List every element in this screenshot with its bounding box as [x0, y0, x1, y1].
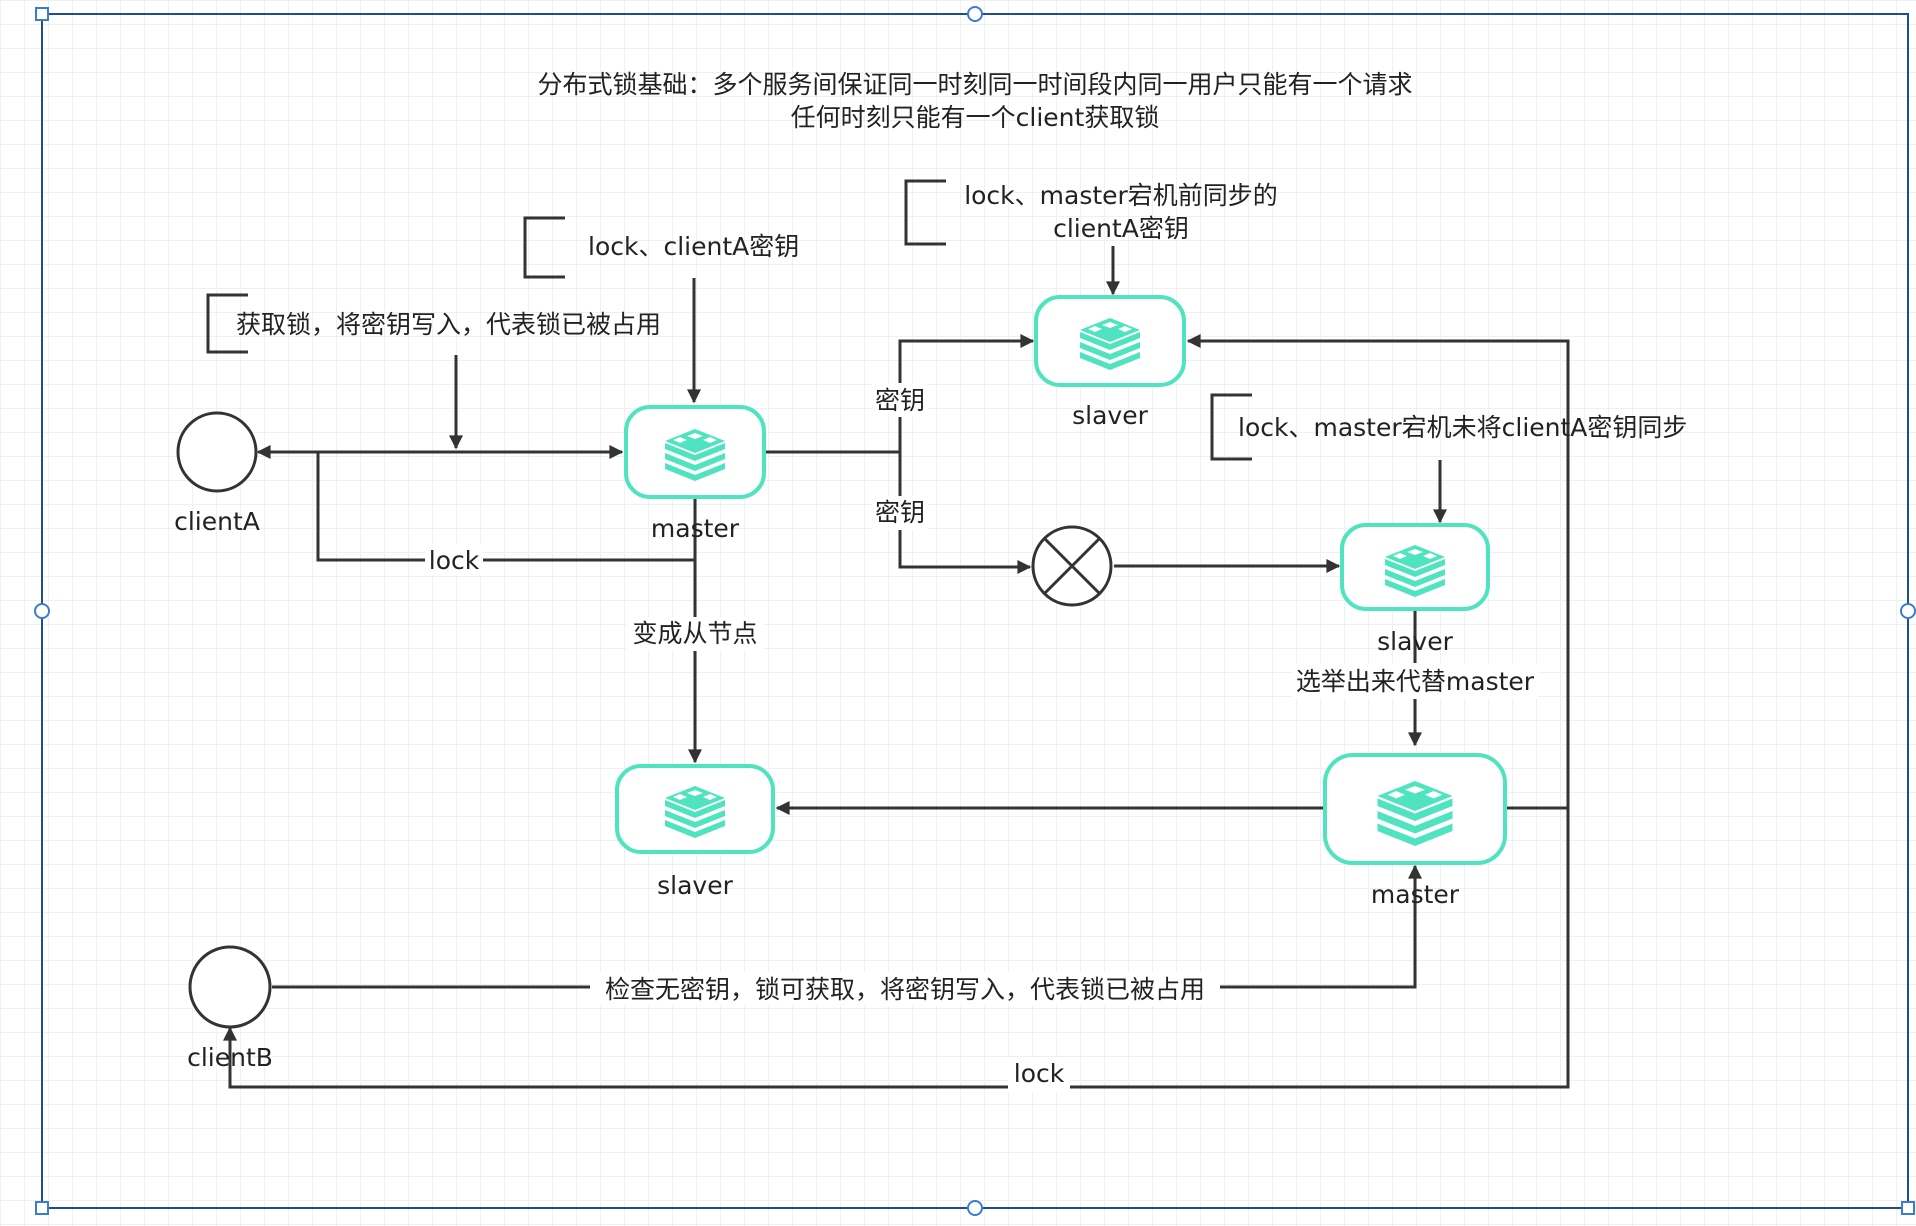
clientb-label: clientB [187, 1043, 273, 1072]
redis-slaver-bottom[interactable] [615, 764, 775, 854]
title-line-2: 任何时刻只能有一个client获取锁 [791, 103, 1160, 132]
annotation-synced-line-1: lock、master宕机前同步的 [964, 181, 1278, 210]
edge-clientb-to-master [272, 864, 1422, 989]
redis-master-top[interactable] [624, 405, 766, 499]
annotation-acquire: 获取锁，将密钥写入，代表锁已被占用 [236, 310, 661, 339]
annotation-not-synced: lock、master宕机未将clientA密钥同步 [1238, 413, 1687, 442]
redis-slaver-mid[interactable] [1340, 523, 1490, 611]
edge-new-master-to-slaver-top [1186, 334, 1570, 810]
master-new-label: master [1371, 880, 1460, 909]
edge-label-lock-b: lock [1014, 1059, 1065, 1088]
edge-lock-to-clientb [223, 808, 1570, 1089]
annotation-lock-key: lock、clientA密钥 [588, 232, 799, 261]
edge-label-key-upper: 密钥 [875, 386, 925, 415]
connection-handle[interactable] [34, 603, 50, 619]
redis-master-new[interactable] [1323, 753, 1507, 865]
connection-handle[interactable] [967, 6, 983, 22]
edge-label-elected: 选举出来代替master [1296, 667, 1535, 696]
edge-label-clientb-check: 检查无密钥，锁可获取，将密钥写入，代表锁已被占用 [605, 975, 1205, 1004]
clienta-label: clientA [174, 507, 260, 536]
slaver-top-label: slaver [1072, 401, 1148, 430]
connection-handle[interactable] [967, 1200, 983, 1216]
edge-lock-return-clienta [316, 452, 695, 562]
clientb-node[interactable] [188, 945, 272, 1029]
master-top-label: master [651, 514, 740, 543]
resize-handle[interactable] [35, 7, 49, 21]
connection-handle[interactable] [1900, 603, 1916, 619]
resize-handle[interactable] [35, 1201, 49, 1215]
slaver-mid-label: slaver [1377, 627, 1453, 656]
edge-label-become-slave: 变成从节点 [632, 619, 757, 648]
bracket-lock-key [523, 216, 565, 279]
clienta-node[interactable] [176, 411, 258, 493]
resize-handle[interactable] [1901, 1201, 1915, 1215]
edge-key-to-failed [898, 452, 1032, 574]
slaver-bottom-label: slaver [657, 871, 733, 900]
bracket-acquire [206, 293, 248, 354]
bracket-not-synced [1210, 393, 1252, 461]
annotation-synced-line-2: clientA密钥 [1053, 214, 1189, 243]
edge-label-lock-a: lock [429, 546, 480, 575]
failed-node [1031, 525, 1113, 607]
bracket-synced [904, 179, 946, 246]
title-line-1: 分布式锁基础：多个服务间保证同一时刻同一时间段内同一用户只能有一个请求 [537, 70, 1412, 99]
redis-slaver-top[interactable] [1034, 295, 1186, 387]
edge-label-key-lower: 密钥 [875, 498, 925, 527]
